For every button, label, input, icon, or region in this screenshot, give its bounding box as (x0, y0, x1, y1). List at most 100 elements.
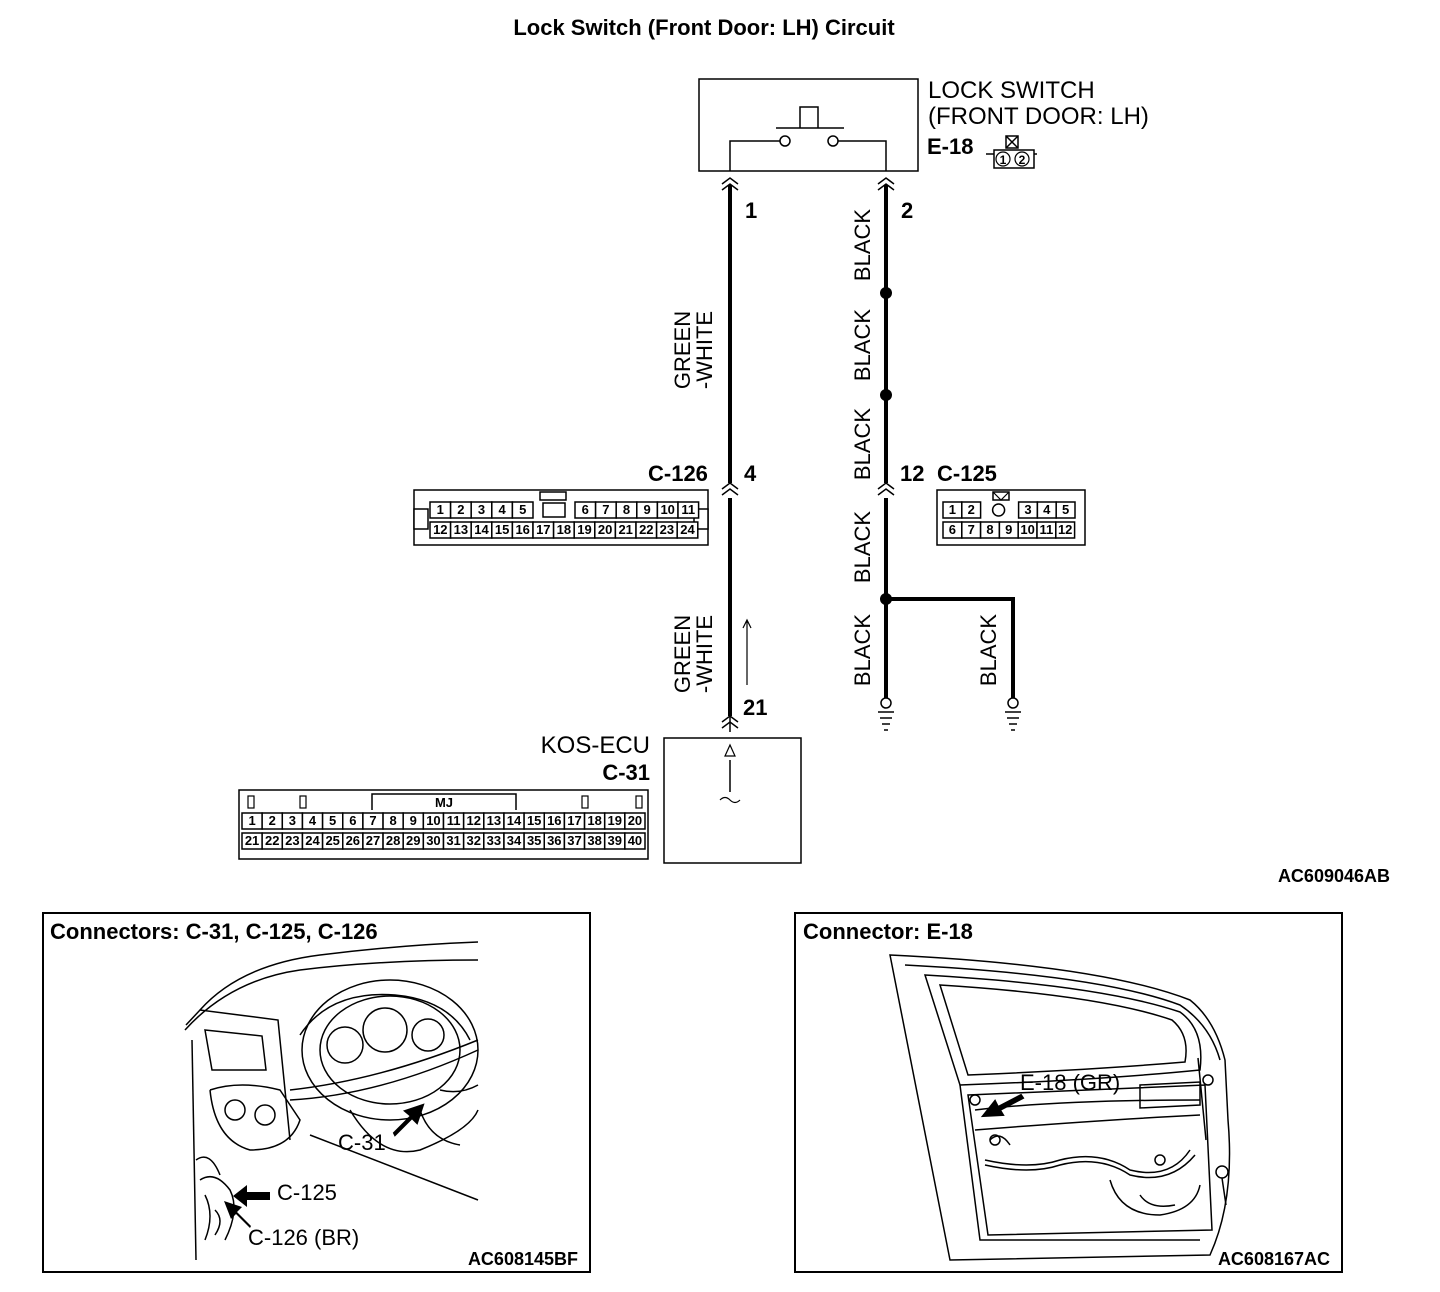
push-button-symbol (776, 106, 844, 129)
c125-pin (1055, 521, 1076, 539)
c126-pin (511, 501, 534, 519)
c31-pin-label: 35 (527, 833, 541, 848)
splice-point (880, 593, 892, 605)
c31-pin-label: 9 (410, 813, 417, 828)
c126-pin-label: 17 (536, 522, 550, 537)
c125-pin-label: 12 (1058, 522, 1072, 537)
c126-pin-label: 10 (660, 502, 674, 517)
wire-color-label: -WHITE (692, 615, 717, 693)
c126-pin-label: 11 (681, 502, 695, 517)
c125-pin-label: 7 (968, 522, 975, 537)
connector-chevron (721, 177, 739, 191)
pin-c125-12: 12 (900, 461, 924, 486)
c31-pin-label: 31 (446, 833, 460, 848)
wire-green-white: 1 4 21 GREEN -WHITE GREEN -WHITE (670, 177, 767, 732)
connector-chevron (721, 715, 739, 729)
connector-c125-label: C-125 (937, 461, 997, 486)
panel-connectors-c31-c125-c126: Connectors: C-31, C-125, C-126 (42, 912, 591, 1273)
c125-pin-label: 2 (968, 502, 975, 517)
svg-text:2: 2 (1019, 153, 1026, 167)
c31-pin-label: 30 (426, 833, 440, 848)
c126-pin-label: 23 (660, 522, 674, 537)
ecu-box (663, 737, 802, 864)
c31-pin-label: 39 (608, 833, 622, 848)
dashboard-illustration (184, 941, 479, 1261)
ac-wave-icon (719, 796, 741, 804)
wire-color-label: -WHITE (692, 311, 717, 389)
diagram-title: Lock Switch (Front Door: LH) Circuit (513, 15, 895, 40)
c31-pin-label: 36 (547, 833, 561, 848)
callout-arrow-icon (233, 1185, 270, 1207)
c31-pin-label: 40 (628, 833, 642, 848)
c31-pin-label: 37 (567, 833, 581, 848)
c125-pin-label: 9 (1005, 522, 1012, 537)
c31-pin-label: 21 (245, 833, 259, 848)
door-illustration (889, 954, 1231, 1261)
c125-key-circle (991, 503, 1006, 517)
c126-pin-label: 16 (515, 522, 529, 537)
c126-pin-label: 7 (602, 502, 609, 517)
c31-pin-label: 27 (366, 833, 380, 848)
input-triangle-icon (724, 743, 736, 757)
connector-e18-icon: 1 2 (986, 135, 1037, 169)
callout-arrow-icon (392, 1103, 425, 1137)
c126-pin (676, 521, 699, 539)
c125-pin-label: 6 (949, 522, 956, 537)
c31-pin-label: 22 (265, 833, 279, 848)
c31-pin-label: 11 (447, 813, 461, 828)
c31-pin-label: 13 (487, 813, 501, 828)
c126-pin-label: 2 (457, 502, 464, 517)
c125-pin-label: 8 (986, 522, 993, 537)
connector-chevron (877, 482, 895, 496)
figure-code-main: AC609046AB (1278, 866, 1390, 886)
c125-pin-label: 4 (1043, 502, 1051, 517)
ground-symbol (1005, 697, 1021, 731)
connector-chevron (721, 482, 739, 496)
figure-code-right: AC608167AC (1218, 1249, 1330, 1269)
c31-key-label: MJ (435, 795, 453, 810)
c31-pin-label: 4 (309, 813, 317, 828)
c31-pin-label: 1 (248, 813, 255, 828)
c126-pin-label: 8 (623, 502, 630, 517)
callout-e18: E-18 (GR) (1020, 1070, 1120, 1095)
c31-pin-label: 8 (390, 813, 397, 828)
c126-pin-label: 3 (478, 502, 485, 517)
pin-c126-4: 4 (744, 461, 757, 486)
c31-pin-label: 16 (547, 813, 561, 828)
c31-pin-label: 14 (507, 813, 522, 828)
c31-pin-label: 28 (386, 833, 400, 848)
svg-text:1: 1 (1000, 153, 1007, 167)
wire-color-label: GREEN (670, 615, 695, 693)
wire-color-label: BLACK (850, 614, 875, 686)
connector-e18-label: E-18 (927, 134, 973, 159)
c31-pin-label: 6 (349, 813, 356, 828)
c31-pin-label: 38 (587, 833, 601, 848)
c126-pin-label: 5 (519, 502, 526, 517)
c31-pin (624, 812, 646, 830)
c125-pin (1055, 501, 1076, 519)
c31-pin-label: 15 (527, 813, 541, 828)
wire-color-label: BLACK (850, 309, 875, 381)
panel-left-title: Connectors: C-31, C-125, C-126 (50, 919, 378, 944)
c31-pin-label: 33 (487, 833, 501, 848)
wire-color-label: GREEN (670, 311, 695, 389)
c125-pin-label: 11 (1040, 522, 1054, 537)
c126-key-slot (542, 502, 566, 518)
c125-pin-label: 1 (949, 502, 956, 517)
pin-ecu-21: 21 (743, 695, 767, 720)
c126-pin-label: 15 (495, 522, 509, 537)
connector-c31-label: C-31 (602, 760, 650, 785)
c125-pin-label: 3 (1024, 502, 1031, 517)
kos-ecu: KOS-ECU C-31 (541, 732, 802, 864)
c31-pin-label: 3 (289, 813, 296, 828)
c31-pin-label: 24 (305, 833, 320, 848)
lock-switch-label-2: (FRONT DOOR: LH) (928, 103, 1149, 130)
splice-point (880, 287, 892, 299)
c126-pin-label: 20 (598, 522, 612, 537)
c31-pin-label: 18 (587, 813, 601, 828)
c125-pin-label: 10 (1020, 522, 1034, 537)
c126-pin-label: 1 (437, 502, 444, 517)
